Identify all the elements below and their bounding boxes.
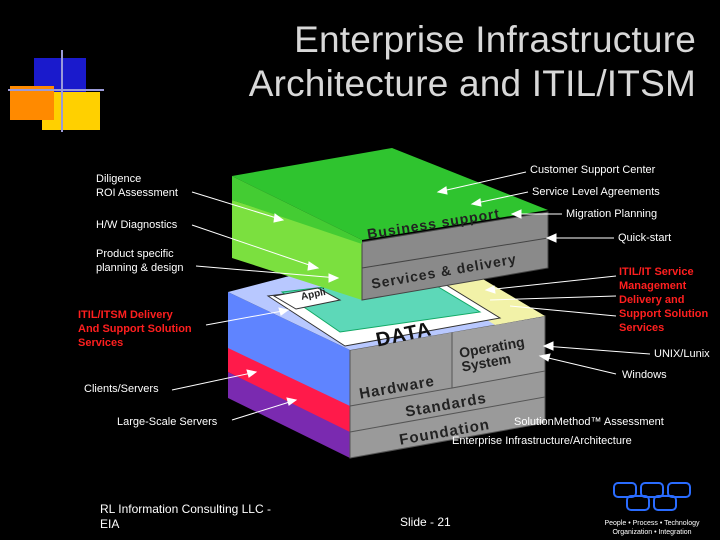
label-product-planning: Product specific planning & design bbox=[96, 248, 184, 274]
label-quickstart: Quick-start bbox=[618, 232, 672, 244]
footer-slide-number: Slide - 21 bbox=[400, 515, 451, 529]
label-hw-diagnostics: H/W Diagnostics bbox=[96, 219, 178, 231]
footer-company: RL Information Consulting LLC - EIA bbox=[100, 502, 271, 531]
label-itil-service: ITIL/IT Service Management Delivery and … bbox=[619, 266, 709, 334]
company-logo bbox=[613, 482, 691, 511]
logo-tagline: People • Process • Technology Organizati… bbox=[604, 520, 700, 536]
label-migration: Migration Planning bbox=[566, 208, 658, 220]
label-clients-servers: Clients/Servers bbox=[84, 383, 159, 395]
services-layer bbox=[232, 148, 549, 301]
label-customer-support: Customer Support Center bbox=[530, 164, 656, 176]
label-windows: Windows bbox=[622, 369, 667, 381]
label-large-scale-servers: Large-Scale Servers bbox=[117, 416, 218, 428]
slide-title: Enterprise Infrastructure Architecture a… bbox=[248, 19, 696, 104]
pointer-arrows bbox=[171, 171, 651, 421]
label-sla: Service Level Agreements bbox=[532, 186, 660, 198]
label-unix: UNIX/Lunix bbox=[654, 348, 710, 360]
label-enterprise: Enterprise Infrastructure/Architecture bbox=[452, 435, 632, 447]
label-itil-delivery: ITIL/ITSM Delivery And Support Solution … bbox=[78, 309, 192, 349]
label-solutionmethod: SolutionMethod™ Assessment bbox=[514, 416, 664, 428]
label-diligence: Diligence ROI Assessment bbox=[96, 173, 178, 199]
